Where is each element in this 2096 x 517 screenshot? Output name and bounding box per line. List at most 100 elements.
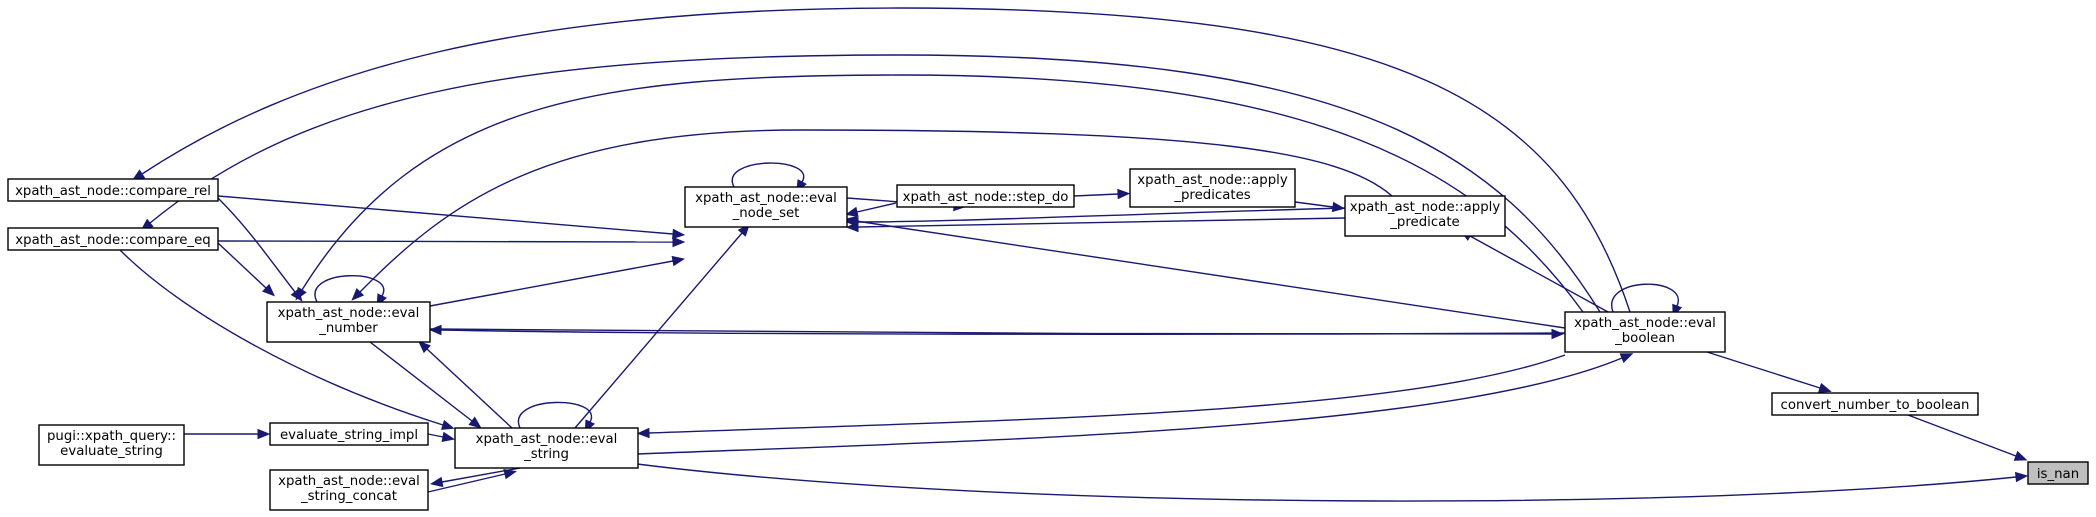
edge-compare_rel-to-eval_number (217, 197, 296, 293)
node-compare-eq[interactable]: xpath_ast_node::compare_eq (7, 227, 219, 251)
edge-eval_number-to-eval_number (314, 275, 385, 303)
edge-arrowhead (1117, 188, 1131, 200)
edge-eval_string-to-is_nan (636, 463, 2017, 502)
node-label: _boolean (1614, 331, 1675, 346)
node-label: convert_number_to_boolean (1781, 398, 1970, 413)
edge-arrowhead (672, 228, 686, 240)
node-label: xpath_ast_node::apply (1350, 200, 1501, 215)
node-label: xpath_ast_node::eval (476, 432, 618, 447)
node-label: xpath_ast_node::step_do (903, 190, 1069, 205)
node-convert-number-to-boolean[interactable]: convert_number_to_boolean (1771, 392, 1979, 416)
node-eval-node-set[interactable]: xpath_ast_node::eval_node_set (684, 186, 848, 228)
node-box (7, 178, 219, 202)
node-label: xpath_ast_node::eval (695, 191, 837, 206)
edge-eval_boolean-to-compare_rel (141, 7, 1631, 313)
node-eval-string[interactable]: xpath_ast_node::eval_string (454, 427, 639, 469)
edge-eval_boolean-to-eval_boolean (1611, 283, 1679, 313)
edge-eval_boolean-to-convert_number_to_boolean (1706, 351, 1821, 389)
node-label: xpath_ast_node::eval (278, 474, 420, 489)
edge-convert_number_to_boolean-to-is_nan (1907, 414, 2017, 457)
node-box (269, 469, 429, 511)
node-label: xpath_ast_node::apply (1137, 173, 1288, 188)
node-evaluate-string-impl[interactable]: evaluate_string_impl (269, 422, 429, 446)
edge-arrowhead (290, 288, 303, 302)
node-box (269, 422, 429, 446)
node-evaluate-string[interactable]: pugi::xpath_query::evaluate_string (38, 424, 185, 466)
node-label: _predicates (1173, 188, 1250, 203)
node-box (1129, 168, 1296, 208)
node-box (7, 227, 219, 251)
edge-eval_string-to-eval_number (426, 348, 513, 429)
edge-eval_string-to-eval_string (517, 401, 593, 429)
node-is-nan[interactable]: is_nan (2027, 461, 2089, 485)
node-label: _number (318, 321, 378, 336)
node-box (266, 301, 431, 343)
edge-eval_number-to-eval_boolean (429, 328, 1553, 335)
edge-arrowhead (2013, 450, 2028, 461)
node-eval-boolean[interactable]: xpath_ast_node::eval_boolean (1564, 311, 1726, 353)
edge-apply_predicate-to-eval_node_set (857, 217, 1346, 228)
node-compare-rel[interactable]: xpath_ast_node::compare_rel (7, 178, 219, 202)
edge-eval_number-to-eval_string (369, 341, 473, 422)
edge-arrowhead (1551, 328, 1565, 340)
edge-evaluate_string_impl-to-eval_string (427, 433, 444, 438)
node-box (454, 427, 639, 469)
node-label: xpath_ast_node::compare_rel (15, 184, 211, 199)
edge-arrowhead (351, 287, 365, 301)
node-apply-predicates[interactable]: xpath_ast_node::apply_predicates (1129, 168, 1296, 208)
edge-eval_boolean-to-compare_eq (149, 54, 1601, 313)
node-box (896, 184, 1075, 208)
edge-eval_string-to-eval_node_set (574, 232, 743, 429)
call-edges (119, 7, 2029, 502)
node-label: pugi::xpath_query:: (47, 429, 176, 444)
node-box (684, 186, 848, 228)
edge-compare_eq-to-eval_node_set (217, 240, 674, 243)
edge-eval_string_concat-to-eval_string (427, 473, 506, 493)
node-step-do[interactable]: xpath_ast_node::step_do (896, 184, 1075, 208)
edge-arrowhead (417, 340, 431, 354)
call-nodes: is_nan convert_number_to_boolean xpath_ast… (7, 168, 2089, 511)
edge-eval_boolean-to-eval_number (301, 74, 1584, 313)
edge-eval_boolean-to-apply_predicate (1469, 235, 1609, 313)
edge-compare_eq-to-eval_string (119, 249, 444, 426)
edge-arrowhead (468, 416, 482, 429)
edge-arrowhead (1619, 353, 1634, 364)
edge-step_do-to-apply_predicates (1073, 193, 1119, 197)
edge-compare_eq-to-eval_number (217, 242, 267, 289)
edge-arrowhead (262, 283, 275, 297)
node-label: xpath_ast_node::eval (1574, 316, 1716, 331)
edge-arrowhead (1817, 382, 1832, 393)
node-box (1564, 311, 1726, 353)
edge-arrowhead (845, 216, 859, 228)
node-label: _node_set (732, 206, 800, 221)
node-label: is_nan (2037, 467, 2079, 482)
edge-eval_node_set-to-eval_node_set (731, 162, 805, 188)
edge-arrowhead (257, 428, 271, 440)
node-eval-number[interactable]: xpath_ast_node::eval_number (266, 301, 431, 343)
edge-apply_predicate-to-eval_number (359, 129, 1393, 293)
node-label: _predicate (1389, 215, 1459, 230)
edge-arrowhead (672, 236, 686, 248)
node-label: evaluate_string (60, 444, 163, 459)
edge-arrowhead (503, 469, 517, 480)
node-eval-string-concat[interactable]: xpath_ast_node::eval_string_concat (269, 469, 429, 511)
node-box (38, 424, 185, 466)
node-box (1344, 195, 1506, 237)
edge-arrowhead (441, 431, 456, 443)
node-label: _string (523, 447, 569, 462)
edge-arrowhead (2014, 471, 2029, 483)
edge-arrowhead (636, 427, 650, 439)
node-apply-predicate[interactable]: xpath_ast_node::apply_predicate (1344, 195, 1506, 237)
edge-eval_boolean-to-eval_string (648, 354, 1566, 434)
edge-arrowhead (440, 419, 455, 430)
node-box (2027, 461, 2089, 485)
edge-eval_string-to-eval_boolean (636, 357, 1623, 455)
edge-arrowhead (844, 206, 859, 217)
edge-arrowhead (429, 476, 444, 488)
node-label: xpath_ast_node::compare_eq (15, 233, 210, 248)
edge-eval_number-to-eval_node_set (429, 260, 674, 307)
node-label: _string_concat (300, 489, 397, 504)
node-box (1771, 392, 1979, 416)
edge-step_do-to-eval_node_set (856, 202, 897, 213)
